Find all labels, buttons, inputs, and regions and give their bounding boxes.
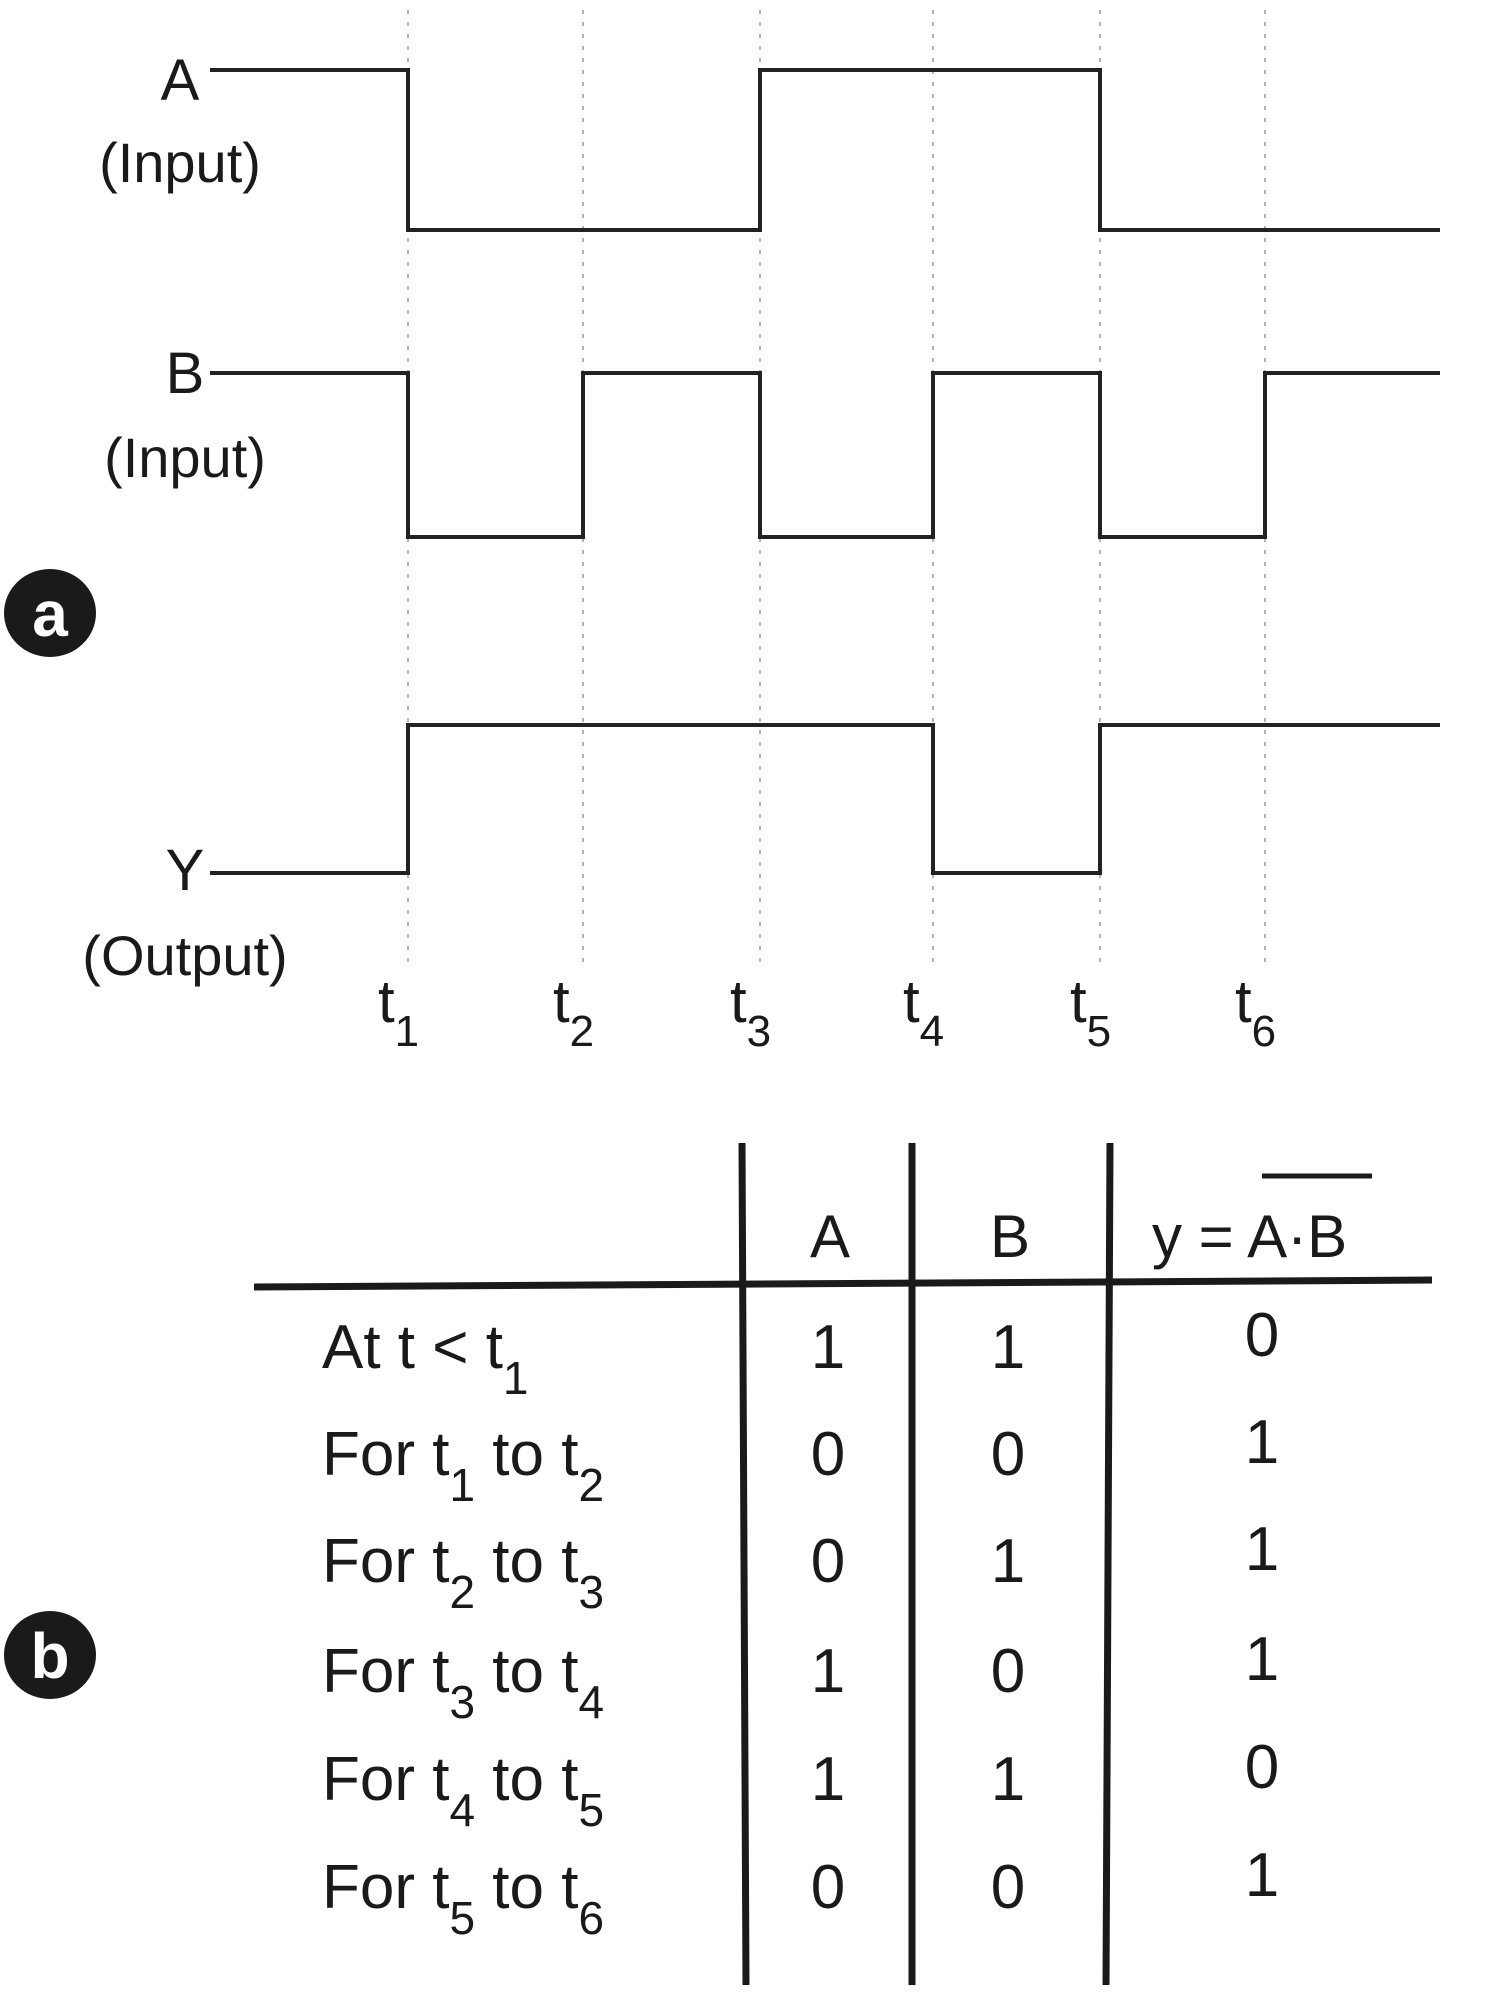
cell-a: 1 — [811, 1313, 845, 1382]
cell-b: 1 — [991, 1527, 1025, 1596]
row-label: For t3 to t4 — [322, 1637, 604, 1728]
column-header-b: B — [990, 1203, 1030, 1270]
table-divider-3 — [1102, 1142, 1114, 1986]
row-label-text: to t — [475, 1853, 578, 1922]
time-label-subscript: 1 — [395, 1007, 419, 1056]
row-label: For t1 to t2 — [322, 1420, 604, 1511]
time-label-t5: t5 — [1070, 968, 1111, 1056]
signal-name-b: B — [166, 341, 205, 406]
row-label-subscript: 5 — [578, 1784, 604, 1836]
row-label-text: For t — [322, 1637, 449, 1706]
cell-a: 0 — [811, 1420, 845, 1489]
row-label-text: For t — [322, 1527, 449, 1596]
time-axis-labels: t1 t2 t3 t4 t5 t6 — [378, 968, 1276, 1056]
cell-y: 1 — [1245, 1515, 1279, 1584]
cell-b: 0 — [991, 1420, 1025, 1489]
badge-circle — [4, 1611, 96, 1699]
row-label-text: For t — [322, 1853, 449, 1922]
row-label-subscript: 4 — [449, 1784, 475, 1836]
badge-b-letter: b — [30, 1620, 69, 1692]
cell-a: 0 — [811, 1853, 845, 1922]
waveform-a — [210, 68, 1440, 232]
time-label-t2: t2 — [553, 968, 594, 1056]
column-header-y-prefix: y = — [1152, 1203, 1247, 1270]
time-label-subscript: 2 — [570, 1007, 594, 1056]
row-label-subscript: 1 — [449, 1459, 475, 1511]
signal-role-y: (Output) — [82, 924, 287, 987]
time-label-subscript: 3 — [747, 1007, 771, 1056]
row-label-subscript: 3 — [449, 1676, 475, 1728]
row-label-text: For t — [322, 1745, 449, 1814]
time-label-t1: t1 — [378, 968, 419, 1056]
signal-role-b: (Input) — [104, 426, 266, 489]
row-label: For t5 to t6 — [322, 1853, 604, 1944]
cell-y: 0 — [1245, 1301, 1279, 1370]
row-label-subscript: 5 — [449, 1892, 475, 1944]
truth-table-row: For t3 to t4 1 0 1 — [322, 1625, 1279, 1728]
time-label-subscript: 4 — [920, 1007, 944, 1056]
badge-circle — [4, 569, 96, 657]
row-label-subscript: 2 — [449, 1566, 475, 1618]
time-label-t6: t6 — [1235, 968, 1276, 1056]
waveform-y — [210, 723, 1440, 875]
truth-table-row: For t4 to t5 1 1 0 — [322, 1733, 1279, 1836]
row-label: At t < t1 — [322, 1313, 529, 1404]
signal-labels: A (Input) B (Input) Y (Output) — [82, 48, 287, 987]
cell-a: 0 — [811, 1527, 845, 1596]
signal-role-a: (Input) — [99, 131, 261, 194]
column-header-a: A — [810, 1203, 850, 1270]
cell-a: 1 — [811, 1637, 845, 1706]
panel-a-badge: a — [4, 569, 96, 657]
time-label-subscript: 6 — [1252, 1007, 1276, 1056]
table-header-rule — [253, 1276, 1433, 1291]
table-divider-1 — [738, 1142, 750, 1986]
row-label: For t2 to t3 — [322, 1527, 604, 1618]
row-label-text: At t < t — [322, 1313, 503, 1382]
cell-b: 1 — [991, 1745, 1025, 1814]
column-header-y: y = A·B — [1152, 1203, 1347, 1270]
time-label-subscript: 5 — [1087, 1007, 1111, 1056]
cell-y: 0 — [1245, 1733, 1279, 1802]
signal-name-y: Y — [166, 838, 205, 903]
time-guide-lines — [407, 10, 1266, 965]
row-label-subscript: 2 — [578, 1459, 604, 1511]
waveforms — [210, 68, 1440, 875]
cell-a: 1 — [811, 1745, 845, 1814]
panel-b-badge: b — [4, 1611, 96, 1699]
row-label-text: to t — [475, 1420, 578, 1489]
cell-y: 1 — [1245, 1625, 1279, 1694]
row-label-text: to t — [475, 1527, 578, 1596]
cell-y: 1 — [1245, 1408, 1279, 1477]
time-label-t4: t4 — [903, 968, 944, 1056]
row-label-text: to t — [475, 1745, 578, 1814]
column-header-y-expression: A·B — [1247, 1203, 1347, 1270]
row-label-subscript: 6 — [578, 1892, 604, 1944]
row-label-subscript: 4 — [578, 1676, 604, 1728]
cell-b: 0 — [991, 1853, 1025, 1922]
badge-a-letter: a — [32, 578, 68, 650]
row-label-subscript: 1 — [503, 1352, 529, 1404]
time-label-t3: t3 — [730, 968, 771, 1056]
truth-table-row: For t2 to t3 0 1 1 — [322, 1515, 1279, 1618]
waveform-b — [210, 371, 1440, 539]
truth-table-row: For t5 to t6 0 0 1 — [322, 1841, 1279, 1944]
signal-name-a: A — [161, 48, 200, 113]
cell-b: 0 — [991, 1637, 1025, 1706]
cell-b: 1 — [991, 1313, 1025, 1382]
cell-y: 1 — [1245, 1841, 1279, 1910]
row-label-text: to t — [475, 1637, 578, 1706]
row-label-subscript: 3 — [578, 1566, 604, 1618]
row-label: For t4 to t5 — [322, 1745, 604, 1836]
timing-diagram-panel: A (Input) B (Input) Y (Output) t1 t2 t3 t4 t5 t6 a — [4, 10, 1440, 1056]
row-label-text: For t — [322, 1420, 449, 1489]
